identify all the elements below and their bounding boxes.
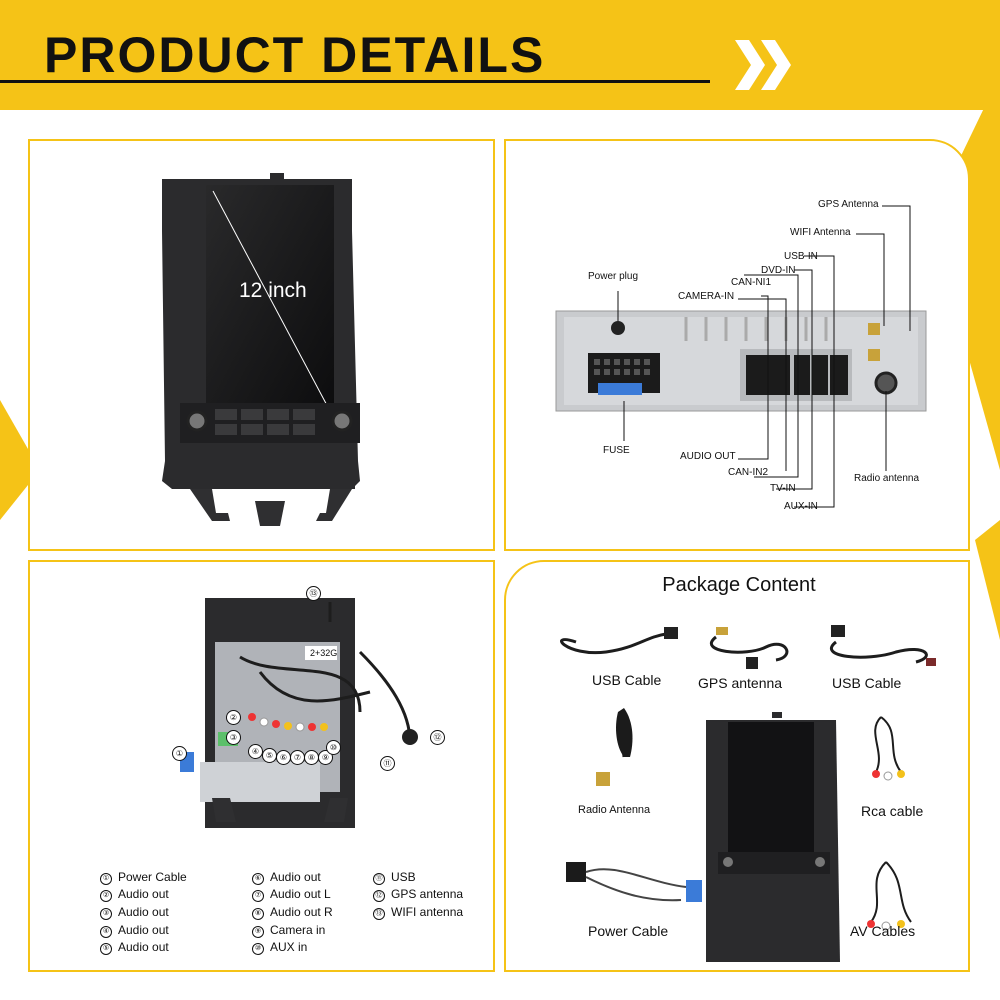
panel-radio-front: 12 inch xyxy=(28,139,495,551)
package-item-label: USB Cable xyxy=(592,672,662,688)
label-can-in2: CAN-IN2 xyxy=(728,467,769,478)
label-can-ni1: CAN-NI1 xyxy=(731,277,772,288)
panel-package-content: Package Content xyxy=(504,560,970,972)
package-item-label: USB Cable xyxy=(832,675,902,691)
package-item-label: Rca cable xyxy=(861,803,924,819)
label-camera-in: CAMERA-IN xyxy=(678,291,735,302)
callout-4: ④ xyxy=(248,744,263,759)
header-underline xyxy=(0,80,710,83)
label-fuse: FUSE xyxy=(603,445,630,456)
label-power-plug: Power plug xyxy=(588,271,639,282)
callout-1: ① xyxy=(172,746,187,761)
callout-3: ③ xyxy=(226,730,241,745)
callout-8: ⑧ xyxy=(304,750,319,765)
callout-2: ② xyxy=(226,710,241,725)
label-gps-antenna: GPS Antenna xyxy=(818,199,879,210)
label-usb-in: USB-IN xyxy=(784,251,818,262)
label-dvd-in: DVD-IN xyxy=(761,265,796,276)
screen-size-label: 12 inch xyxy=(239,279,307,302)
package-illustration xyxy=(560,625,936,962)
callout-12: ⑫ xyxy=(430,730,445,745)
label-aux-in: AUX-IN xyxy=(784,501,818,512)
callout-13: ⑬ xyxy=(306,586,321,601)
label-audio-out: AUDIO OUT xyxy=(680,451,736,462)
package-item-label: Radio Antenna xyxy=(578,804,651,816)
callout-7: ⑦ xyxy=(290,750,305,765)
callout-6: ⑥ xyxy=(276,750,291,765)
callout-11: ⑪ xyxy=(380,756,395,771)
label-wifi-antenna: WIFI Antenna xyxy=(790,227,851,238)
page-title: PRODUCT DETAILS xyxy=(44,27,546,83)
wiring-illustration xyxy=(180,598,418,828)
package-item-label: Power Cable xyxy=(588,923,669,939)
callout-10: ⑩ xyxy=(326,740,341,755)
package-item-label: AV Cables xyxy=(850,923,916,939)
chevron-arrow-icon xyxy=(735,40,791,90)
rear-panel-illustration xyxy=(555,205,927,508)
header-banner xyxy=(0,0,1000,110)
panel-rear-connectors: GPS Antenna WIFI Antenna USB-IN DVD-IN C… xyxy=(504,139,970,551)
package-item-label: GPS antenna xyxy=(698,675,783,691)
chip-label: 2+32G xyxy=(310,648,338,658)
label-radio-antenna: Radio antenna xyxy=(854,473,920,484)
radio-front-illustration xyxy=(162,173,360,526)
package-title: Package Content xyxy=(662,574,816,596)
label-tv-in: TV-IN xyxy=(770,483,796,494)
callout-5: ⑤ xyxy=(262,748,277,763)
